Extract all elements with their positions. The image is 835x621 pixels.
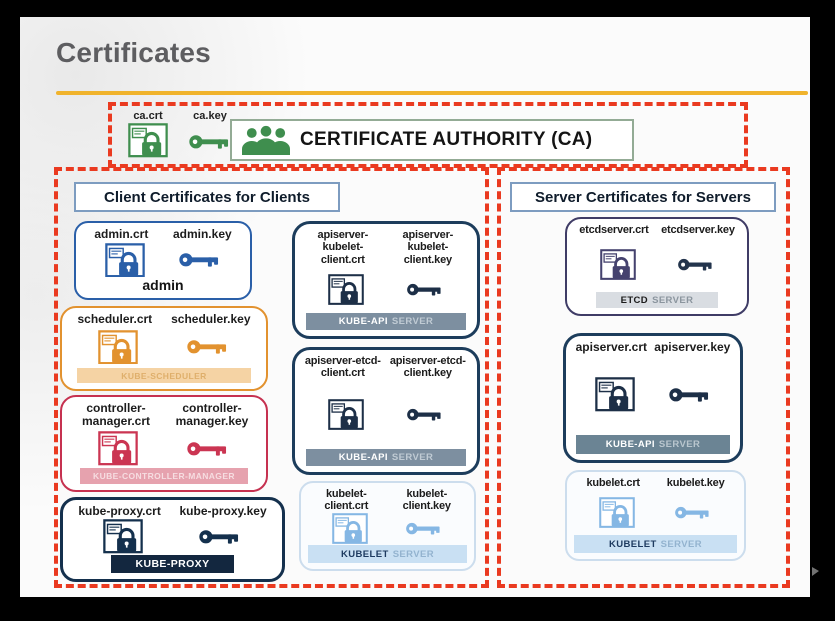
crt-file-label: apiserver-kubelet-client.crt — [317, 229, 369, 266]
cert-card-apiserver-etcd-client: apiserver-etcd-client.crt apiserver-etcd… — [292, 347, 480, 475]
certificate-icon — [128, 123, 168, 158]
group-people-icon — [242, 125, 290, 156]
key-file-label: apiserver.key — [654, 340, 731, 354]
key-file-label: controller-manager.key — [175, 401, 249, 429]
cert-labels: scheduler.crt scheduler.key — [62, 312, 266, 326]
key-icon — [186, 338, 230, 356]
certificate-icon — [98, 431, 138, 466]
key-file-label: kube-proxy.key — [179, 504, 267, 518]
certificate-icon — [598, 496, 635, 528]
cert-icons — [301, 513, 474, 545]
crt-file-label: controller-manager.crt — [81, 401, 151, 429]
cert-icons — [295, 266, 477, 313]
key-icon — [668, 386, 712, 404]
cert-labels: kubelet-client.crt kubelet-client.key — [301, 488, 474, 513]
cert-icons — [567, 489, 744, 535]
component-bar: KUBE-PROXY — [111, 555, 234, 573]
cert-icons — [62, 326, 266, 368]
ca-key-label: ca.key — [193, 110, 227, 122]
key-icon — [406, 282, 444, 297]
crt-file-label: apiserver.crt — [575, 340, 648, 354]
crt-file-label: scheduler.crt — [77, 312, 153, 326]
cert-icons — [76, 241, 250, 279]
crt-file-label: etcdserver.crt — [579, 224, 649, 236]
cert-icons — [62, 429, 266, 468]
cert-icons — [567, 236, 747, 292]
cert-labels: etcdserver.crt etcdserver.key — [567, 224, 747, 236]
crt-file-label: admin.crt — [94, 227, 149, 241]
cert-labels: apiserver-kubelet-client.crt apiserver-k… — [295, 229, 477, 266]
key-file-label: apiserver-etcd-client.key — [389, 355, 466, 380]
server-section-header: Server Certificates for Servers — [510, 182, 776, 212]
crt-file-label: apiserver-etcd-client.crt — [304, 355, 381, 380]
key-file-label: etcdserver.key — [661, 224, 735, 236]
slide-canvas: Certificates ca.crt ca.key CERTIFICATE A… — [20, 17, 810, 597]
crt-file-label: kube-proxy.crt — [78, 504, 161, 518]
cert-card-controller-manager: controller-manager.crt controller-manage… — [60, 395, 268, 492]
cert-card-apiserver-kubelet-client: apiserver-kubelet-client.crt apiserver-k… — [292, 221, 480, 339]
certificate-icon — [594, 377, 635, 412]
client-certificates-group — [54, 167, 489, 588]
cert-labels: apiserver.crt apiserver.key — [566, 340, 740, 354]
cert-labels: kube-proxy.crt kube-proxy.key — [63, 504, 282, 518]
key-icon — [674, 505, 712, 520]
ca-key-file: ca.key — [188, 110, 232, 151]
ca-banner: CERTIFICATE AUTHORITY (CA) — [230, 119, 634, 161]
key-file-label: admin.key — [172, 227, 232, 241]
key-icon — [677, 257, 715, 272]
component-bar: KUBE-CONTROLLER-MANAGER — [80, 468, 248, 484]
key-icon — [198, 528, 242, 546]
cert-card-scheduler: scheduler.crt scheduler.key KUBE-SCHEDUL… — [60, 306, 268, 391]
cert-card-admin: admin.crt admin.key admin — [74, 221, 252, 300]
cert-card-kubelet-client: kubelet-client.crt kubelet-client.key KU… — [299, 481, 476, 571]
ca-crt-file: ca.crt — [128, 110, 168, 158]
certificate-icon — [102, 519, 143, 554]
cert-card-kube-proxy: kube-proxy.crt kube-proxy.key KUBE-PROXY — [60, 497, 285, 582]
ca-crt-label: ca.crt — [133, 110, 163, 122]
key-icon — [186, 440, 230, 458]
key-file-label: kubelet-client.key — [402, 488, 451, 513]
key-icon — [188, 133, 232, 151]
certificate-icon — [98, 330, 138, 365]
cert-icons — [63, 518, 282, 555]
certificate-icon — [331, 513, 368, 545]
cert-icons — [295, 380, 477, 449]
key-icon — [406, 407, 444, 422]
server-certificates-group — [497, 167, 790, 588]
cert-labels: admin.crt admin.key — [76, 227, 250, 241]
key-file-label: kubelet.key — [666, 477, 725, 489]
crt-file-label: kubelet.crt — [586, 477, 640, 489]
certificate-icon — [328, 398, 364, 430]
key-file-label: apiserver-kubelet-client.key — [402, 229, 454, 266]
key-icon — [178, 251, 222, 269]
certificate-icon — [104, 243, 145, 278]
card-caption: admin — [142, 277, 184, 293]
cursor-artifact — [812, 567, 819, 576]
crt-file-label: kubelet-client.crt — [324, 488, 369, 513]
ca-banner-text: CERTIFICATE AUTHORITY (CA) — [300, 129, 593, 150]
certificate-icon — [328, 274, 364, 305]
cert-labels: controller-manager.crt controller-manage… — [62, 401, 266, 429]
page-title: Certificates — [56, 37, 211, 68]
key-icon — [405, 521, 443, 536]
title-underline — [56, 91, 808, 95]
cert-labels: kubelet.crt kubelet.key — [567, 477, 744, 489]
cert-labels: apiserver-etcd-client.crt apiserver-etcd… — [295, 355, 477, 380]
key-file-label: scheduler.key — [171, 312, 251, 326]
certificate-icon — [599, 248, 636, 280]
cert-icons — [566, 354, 740, 435]
ca-group: ca.crt ca.key CERTIFICATE AUTHORITY (CA) — [108, 102, 748, 168]
component-bar: KUBE-SCHEDULER — [77, 368, 251, 383]
client-section-header: Client Certificates for Clients — [74, 182, 340, 212]
